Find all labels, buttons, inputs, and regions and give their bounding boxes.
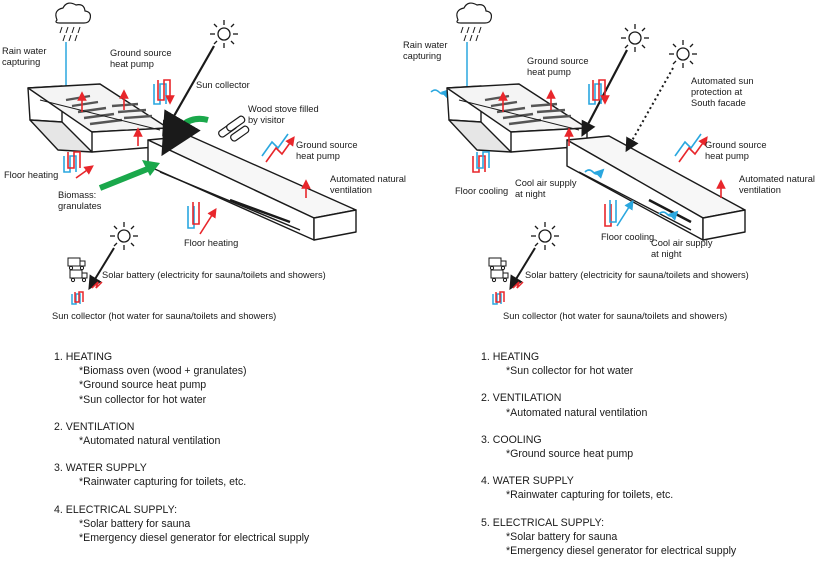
heating-scheme-panel: Rain water capturing Ground source heat …: [0, 0, 409, 564]
sun-protection-arrow: [625, 67, 674, 153]
system-section: 3. COOLING *Ground source heat pump: [481, 433, 811, 461]
system-section: 5. ELECTRICAL SUPPLY:*Solar battery for …: [481, 516, 811, 559]
label-biomass: Biomass: granulates: [58, 190, 102, 211]
system-section-title: 4. ELECTRICAL SUPPLY:: [54, 503, 178, 516]
label-floor-cooling-bottom: Floor cooling: [601, 232, 655, 242]
system-item: *Sun collector for hot water: [79, 393, 207, 406]
label-floor-heating-bottom: Floor heating: [184, 238, 239, 248]
system-item: *Emergency diesel generator for electric…: [506, 545, 737, 558]
label-wood-stove: Wood stove filled by visitor: [248, 104, 319, 125]
rain-cloud-icon: [456, 2, 493, 42]
label-cool-air-2: Cool air supply at night: [651, 238, 713, 259]
sun-icon: [210, 20, 238, 48]
system-section-title: 3. WATER SUPPLY: [54, 462, 147, 475]
label-solar-battery: Solar battery (electricity for sauna/toi…: [525, 270, 749, 280]
system-item: *Ground source heat pump: [79, 379, 207, 392]
systems-list-cooling-scheme: 1. HEATING *Sun collector for hot water 2.…: [481, 350, 811, 571]
system-item: *Rainwater capturing for toilets, etc.: [506, 489, 674, 502]
system-section: 4. ELECTRICAL SUPPLY:*Solar battery for …: [54, 503, 404, 546]
system-item: *Ground source heat pump: [506, 448, 634, 461]
system-section-title: 2. VENTILATION: [54, 420, 135, 433]
systems-list-heating-scheme: 1. HEATING *Biomass oven (wood + granulat…: [54, 350, 404, 558]
battery-coil-icon: [492, 281, 524, 305]
label-sun-collector-bottom: Sun collector (hot water for sauna/toile…: [503, 311, 728, 321]
cooling-scheme-panel: Rain water capturing Ground source heat …: [403, 0, 818, 564]
label-cool-air-1: Cool air supply at night: [515, 178, 577, 199]
air-flow-arrows: [498, 89, 726, 221]
heat-pump-coils: [63, 79, 295, 235]
label-rain-water: Rain water capturing: [2, 46, 47, 67]
label-floor-cooling-left: Floor cooling: [455, 186, 509, 196]
wind-squiggle-icon: [430, 88, 451, 99]
label-rain-water: Rain water capturing: [403, 40, 448, 61]
system-item: *Automated natural ventilation: [79, 435, 221, 448]
wood-logs-icon: [218, 115, 250, 142]
system-section-title: 5. ELECTRICAL SUPPLY:: [481, 516, 605, 529]
system-section: 1. HEATING *Sun collector for hot water: [481, 350, 811, 378]
system-section-title: 1. HEATING: [481, 351, 540, 363]
system-section: 2. VENTILATION*Automated natural ventila…: [481, 391, 811, 419]
sun-ray-arrow: [581, 49, 628, 137]
label-sun-collector: Sun collector: [196, 80, 250, 90]
system-item: *Rainwater capturing for toilets, etc.: [79, 476, 247, 489]
label-ventilation: Automated natural ventilation: [739, 174, 815, 195]
system-item: *Emergency diesel generator for electric…: [79, 532, 310, 545]
label-floor-heating-left: Floor heating: [4, 170, 59, 180]
system-item: *Automated natural ventilation: [506, 406, 648, 419]
wood-feed-arrow: [161, 109, 209, 157]
label-solar-battery: Solar battery (electricity for sauna/toi…: [102, 270, 326, 280]
sun-icon-bottom: [110, 222, 138, 250]
sun-icon: [621, 24, 649, 52]
biomass-feed-arrow: [98, 165, 152, 191]
system-section-title: 4. WATER SUPPLY: [481, 475, 574, 488]
system-section-title: 2. VENTILATION: [481, 392, 562, 405]
label-gshp-top: Ground source heat pump: [527, 56, 589, 77]
system-section: 1. HEATING *Biomass oven (wood + granulat…: [54, 350, 404, 407]
system-section-title: 3. COOLING: [481, 433, 542, 446]
label-ventilation: Automated natural ventilation: [330, 174, 406, 195]
building-diagram-cooling: [430, 2, 746, 305]
warm-air-arrows: [75, 89, 311, 198]
system-item: *Sun collector for hot water: [506, 365, 634, 378]
heat-pump-coils: [472, 79, 708, 227]
roof-diagonal: [458, 99, 580, 131]
system-section: 4. WATER SUPPLY*Rainwater capturing for …: [481, 474, 811, 502]
label-sun-protection: Automated sun protection at South facade: [691, 76, 754, 108]
system-item: *Solar battery for sauna: [79, 517, 191, 530]
building-diagram: [27, 2, 357, 305]
building-upper-block: [446, 83, 588, 153]
truck-icon: [488, 257, 509, 283]
label-gshp-right: Ground source heat pump: [296, 140, 358, 161]
system-item: *Biomass oven (wood + granulates): [79, 365, 247, 378]
system-item: *Solar battery for sauna: [506, 530, 618, 543]
biomass-arrowhead: [142, 160, 160, 176]
building-upper-block: [27, 83, 169, 153]
sun-icon-bottom: [531, 222, 559, 250]
roof-diagonal: [39, 99, 161, 131]
system-section: 2. VENTILATION *Automated natural ventila…: [54, 420, 404, 448]
roof-stripes: [65, 94, 153, 126]
label-sun-collector-bottom: Sun collector (hot water for sauna/toile…: [52, 311, 277, 321]
system-section: 3. WATER SUPPLY*Rainwater capturing for …: [54, 461, 404, 489]
label-gshp-right: Ground source heat pump: [705, 140, 767, 161]
solar-arrow: [509, 247, 536, 290]
label-gshp-top: Ground source heat pump: [110, 48, 172, 69]
battery-coil-icon: [71, 281, 103, 305]
system-section-title: 1. HEATING: [54, 351, 113, 363]
truck-icon: [67, 257, 88, 283]
rain-cloud-icon: [55, 2, 92, 42]
sun-icon-shaded: [669, 40, 697, 68]
solar-arrow: [88, 247, 115, 290]
